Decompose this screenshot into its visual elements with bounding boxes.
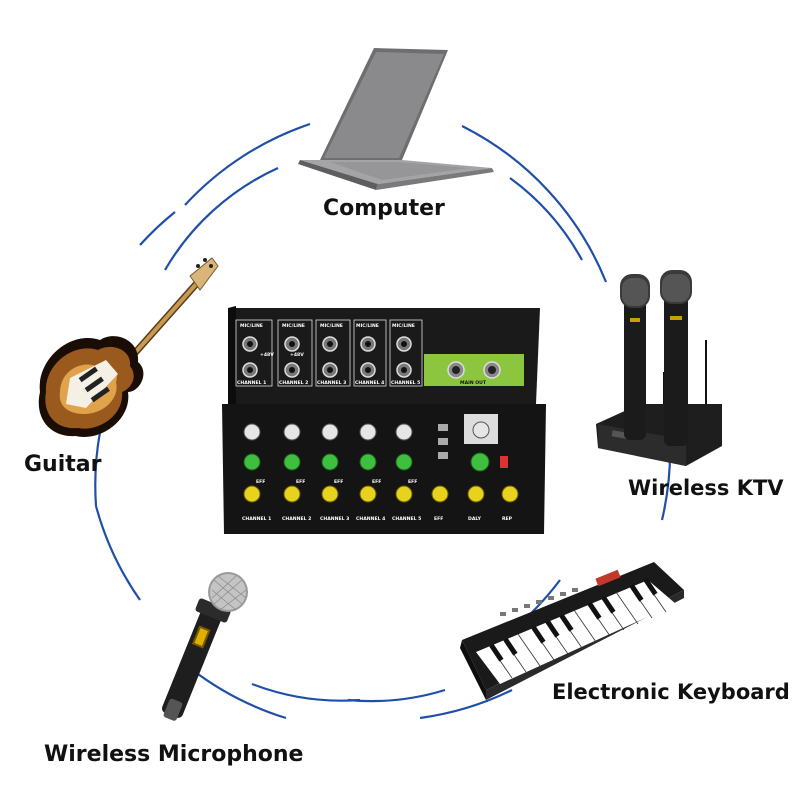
electronic-keyboard-image (460, 562, 684, 700)
laptop-image (298, 48, 494, 190)
knob-eff-label-5: EFF (408, 479, 417, 485)
channel-bottom-label-1: CHANNEL 1 (242, 516, 271, 522)
phantom-label-1: +48V (260, 352, 274, 358)
wireless-ktv-label: Wireless KTV (628, 476, 784, 500)
electronic-keyboard-label: Electronic Keyboard (552, 680, 790, 704)
input-channel-5: MIC/LINE CHANNEL 5 (389, 319, 423, 387)
input-label-2: MIC/LINE (282, 323, 305, 329)
channel-bottom-label-4: CHANNEL 4 (356, 516, 385, 522)
knob-eff-label-2: EFF (296, 479, 305, 485)
input-channel-2: MIC/LINE +48V CHANNEL 2 (277, 319, 313, 387)
input-channel-1: MIC/LINE +48V CHANNEL 1 (235, 319, 274, 387)
input-label-4: MIC/LINE (356, 323, 379, 329)
channel-bottom-label-2: CHANNEL 2 (282, 516, 311, 522)
phantom-label-2: +48V (290, 352, 304, 358)
input-label-5: MIC/LINE (392, 323, 415, 329)
wireless-ktv-image (596, 270, 722, 466)
channel-top-label-2: CHANNEL 2 (279, 380, 308, 386)
guitar-label: Guitar (24, 452, 102, 477)
knob-row-green (243, 453, 413, 471)
knob-eff-label-4: EFF (372, 479, 381, 485)
fx-label-eff: EFF (434, 516, 443, 522)
input-channel-4: MIC/LINE CHANNEL 4 (353, 319, 387, 387)
channel-top-label-5: CHANNEL 5 (391, 380, 420, 386)
wireless-microphone-label: Wireless Microphone (44, 742, 304, 767)
guitar-image (38, 257, 219, 437)
knob-eff-label-3: EFF (334, 479, 343, 485)
channel-bottom-label-5: CHANNEL 5 (392, 516, 421, 522)
channel-bottom-label-3: CHANNEL 3 (320, 516, 349, 522)
main-out-label: MAIN OUT (460, 380, 487, 386)
knob-eff-label-1: EFF (256, 479, 265, 485)
channel-top-label-3: CHANNEL 3 (317, 380, 346, 386)
knob-row-white (243, 423, 413, 441)
fx-label-rep: REP (502, 516, 513, 522)
channel-top-label-1: CHANNEL 1 (237, 380, 266, 386)
knob-row-yellow (243, 485, 519, 503)
computer-label: Computer (323, 196, 445, 221)
input-label-1: MIC/LINE (240, 323, 263, 329)
input-label-3: MIC/LINE (320, 323, 343, 329)
wireless-microphone-image (162, 572, 248, 721)
audio-mixer-image: MAIN OUT MIC/LINE +48V CHANNEL 1 MIC/LIN… (222, 306, 546, 534)
fx-label-daly: DALY (468, 516, 482, 522)
channel-top-label-4: CHANNEL 4 (355, 380, 384, 386)
input-channel-3: MIC/LINE CHANNEL 3 (315, 319, 351, 387)
